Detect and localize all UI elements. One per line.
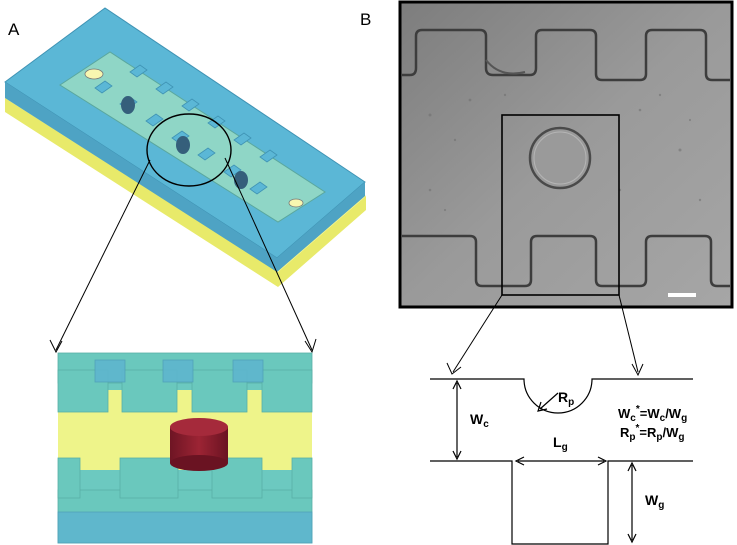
zoom-lines-a	[49, 157, 317, 354]
upper-channel-wall	[402, 28, 730, 82]
bottom-wall	[430, 460, 693, 545]
zoom-lines-b	[446, 294, 644, 377]
chip-pillars	[121, 96, 248, 189]
chip-3d-render	[4, 7, 366, 287]
zoom-selection-box	[501, 114, 620, 296]
inset-pillar	[170, 418, 228, 471]
magnifier-circle	[146, 113, 232, 187]
scale-bar	[668, 293, 696, 297]
lower-channel-wall	[402, 234, 730, 288]
equation-wc-star: Wc*=Wc/Wg	[618, 404, 687, 424]
label-rp: Rp	[558, 389, 574, 408]
panel-label-a: A	[8, 20, 20, 39]
label-lg: Lg	[553, 434, 568, 453]
channel-region	[59, 51, 326, 223]
label-wg: Wg	[645, 492, 664, 511]
top-wall	[430, 378, 693, 414]
label-wc: Wc	[470, 411, 489, 430]
equation-rp-star: Rp*=Rp/Wg	[620, 423, 685, 443]
panel-label-b: B	[360, 10, 371, 29]
outlet-hole	[288, 198, 304, 208]
micrograph-panel	[398, 0, 734, 309]
geometry-schematic	[430, 378, 693, 545]
channel-inset	[57, 352, 313, 544]
micro-pillar	[528, 126, 592, 190]
inlet-hole	[84, 68, 104, 80]
